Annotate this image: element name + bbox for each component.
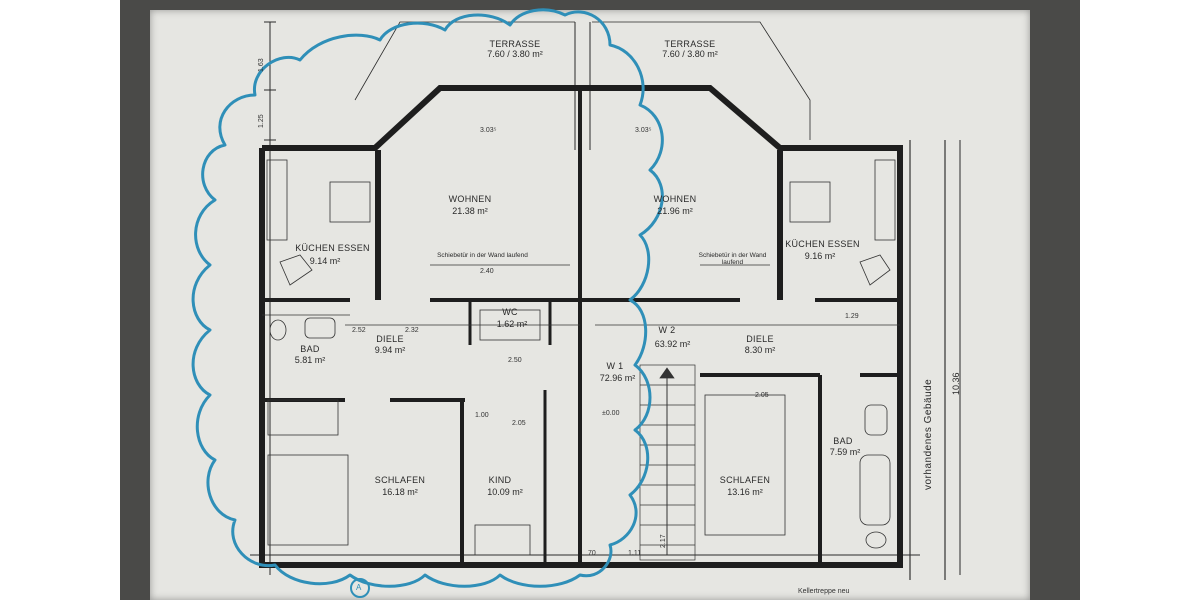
child-area: 10.09 m² (487, 487, 523, 497)
kitchen-right-table (789, 181, 831, 223)
wc-label: WC (502, 307, 518, 317)
bedroom-left-label: SCHLAFEN (374, 475, 426, 485)
unit-w1-label: W 1 (606, 361, 624, 371)
dim-111: 1.11 (628, 550, 642, 557)
marker-letter: A (356, 583, 362, 592)
dim-250: 2.50 (508, 357, 522, 364)
terrace-left-area: 7.60 / 3.80 m² (487, 49, 543, 59)
dim-217: 2.17 (660, 534, 667, 548)
staircase (639, 364, 696, 561)
dim-129: 1.29 (845, 313, 859, 320)
kitchen-left-counter (266, 159, 288, 241)
desk-kind (474, 524, 531, 556)
terrace-right-area: 7.60 / 3.80 m² (662, 49, 718, 59)
outer-walls (259, 85, 903, 568)
dim-width-left: 3.03⁵ (480, 127, 497, 134)
dim-232: 2.32 (405, 327, 419, 334)
bed-right (704, 394, 786, 536)
terrace-left-label: TERRASSE (489, 39, 541, 49)
unit-w2-label: W 2 (658, 325, 676, 335)
kitchen-right-area: 9.16 m² (804, 251, 836, 261)
child-label: KIND (488, 475, 512, 485)
hall-right-label: DIELE (746, 334, 774, 344)
living-left-label: WOHNEN (448, 194, 492, 204)
hall-right-area: 8.30 m² (744, 345, 776, 355)
terrace-right-label: TERRASSE (664, 39, 716, 49)
bed-left (267, 454, 349, 546)
circle-marker (350, 578, 370, 598)
living-right-area: 21.96 m² (657, 206, 693, 216)
kitchen-right-label: KÜCHEN ESSEN (785, 239, 860, 249)
bathtub-left (267, 399, 339, 436)
dim-70: 70 (588, 550, 596, 557)
bath-left-label: BAD (300, 344, 320, 354)
bath-left-area: 5.81 m² (294, 355, 326, 365)
unit-w1-area: 72.96 m² (599, 373, 636, 383)
wc-area: 1.62 m² (496, 319, 528, 329)
terrace-left-outline (354, 21, 575, 101)
door-note-left: Schiebetür in der Wand laufend (437, 252, 528, 259)
basement-stair-note: Kellertreppe neu (798, 588, 850, 595)
dim-door-left: 2.40 (480, 268, 494, 275)
kitchen-right-corner (859, 254, 891, 286)
bath-right-area: 7.59 m² (829, 447, 861, 457)
dim-252: 2.52 (352, 327, 366, 334)
kitchen-left-label: KÜCHEN ESSEN (295, 243, 370, 253)
hall-left-area: 9.94 m² (374, 345, 406, 355)
kitchen-left-corner (279, 254, 313, 286)
dim-205b: 2.05 (512, 420, 526, 427)
dim-top-left-a: 1.63 (258, 58, 265, 72)
dim-205: 2.05 (755, 392, 769, 399)
dim-width-right: 3.03⁵ (635, 127, 652, 134)
terrace-right-outline (592, 21, 811, 140)
existing-building-dim: 10.36 (951, 372, 961, 395)
bedroom-right-area: 13.16 m² (727, 487, 763, 497)
bedroom-left-area: 16.18 m² (382, 487, 418, 497)
door-note-right: Schiebetür in der Wand laufend (698, 252, 767, 267)
dim-100: 1.00 (475, 412, 489, 419)
unit-w2-area: 63.92 m² (654, 339, 691, 349)
dim-top-left-b: 1.25 (258, 114, 265, 128)
handdrawn-outline (191, 8, 664, 588)
level-mark: ±0.00 (602, 410, 620, 417)
living-left-area: 21.38 m² (452, 206, 488, 216)
bath-right-label: BAD (833, 436, 853, 446)
kitchen-left-table (329, 181, 371, 223)
hall-left-label: DIELE (376, 334, 404, 344)
living-right-label: WOHNEN (653, 194, 697, 204)
bathtub-right (859, 454, 891, 526)
existing-building-label: vorhandenes Gebäude (923, 378, 934, 490)
kitchen-left-area: 9.14 m² (309, 256, 341, 266)
bedroom-right-label: SCHLAFEN (719, 475, 771, 485)
kitchen-right-counter (874, 159, 896, 241)
